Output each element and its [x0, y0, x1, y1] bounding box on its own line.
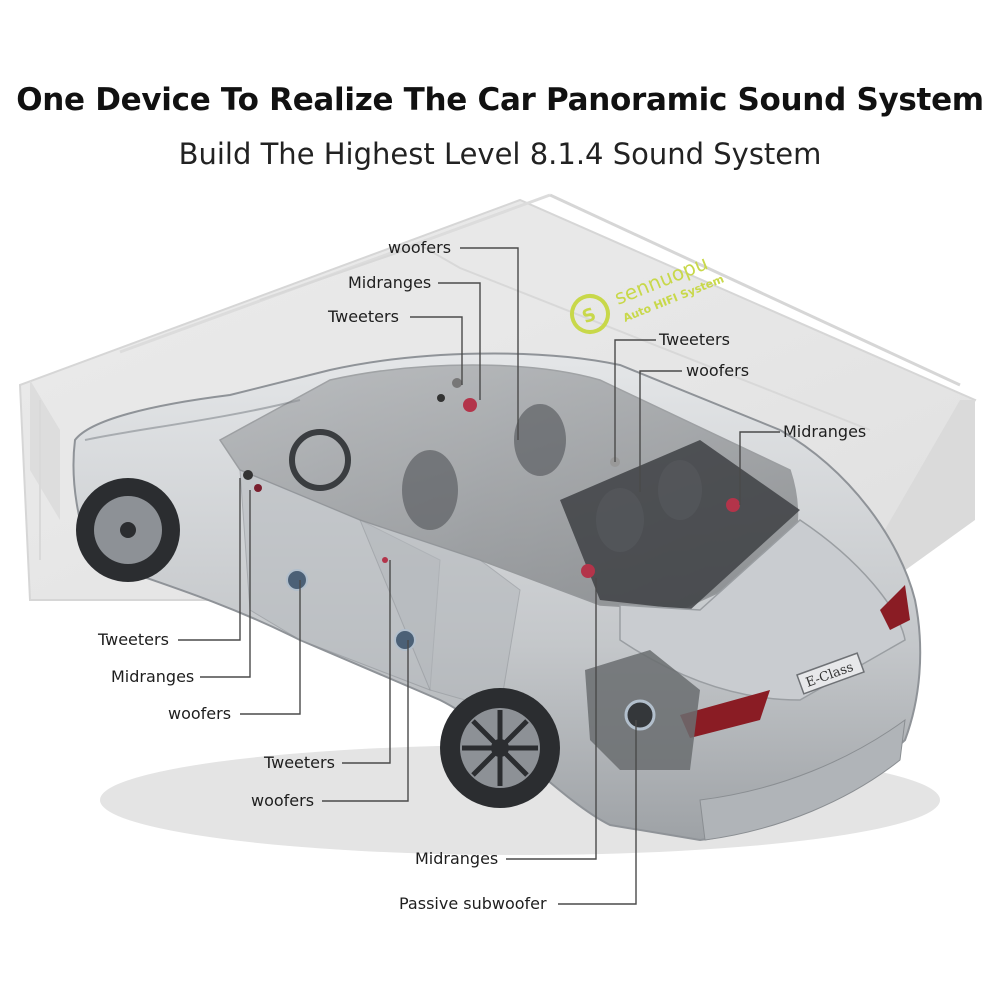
callout-right-midranges: Midranges [783, 422, 867, 441]
callout-right-tweeters: Tweeters [659, 330, 730, 349]
callout-top-tweeters: Tweeters [328, 307, 399, 326]
callout-rear-door-woofers: woofers [251, 791, 315, 810]
callout-lines [178, 247, 780, 905]
callout-front-midranges: Midranges [111, 667, 195, 686]
car-illustration: E-Class [72, 352, 940, 855]
callout-top-woofers: woofers [388, 238, 452, 257]
page-title: One Device To Realize The Car Panoramic … [16, 82, 984, 118]
callout-rear-door-tweeters: Tweeters [264, 753, 335, 772]
callout-right-woofers: woofers [686, 361, 750, 380]
callout-front-tweeters: Tweeters [98, 630, 169, 649]
callout-trunk-midranges: Midranges [415, 849, 499, 868]
callout-subwoofer: Passive subwoofer [399, 894, 547, 913]
callout-top-midranges: Midranges [348, 273, 432, 292]
speaker-markers [243, 378, 740, 651]
page-subtitle: Build The Highest Level 8.1.4 Sound Syst… [178, 137, 822, 171]
callout-front-woofers: woofers [168, 704, 232, 723]
